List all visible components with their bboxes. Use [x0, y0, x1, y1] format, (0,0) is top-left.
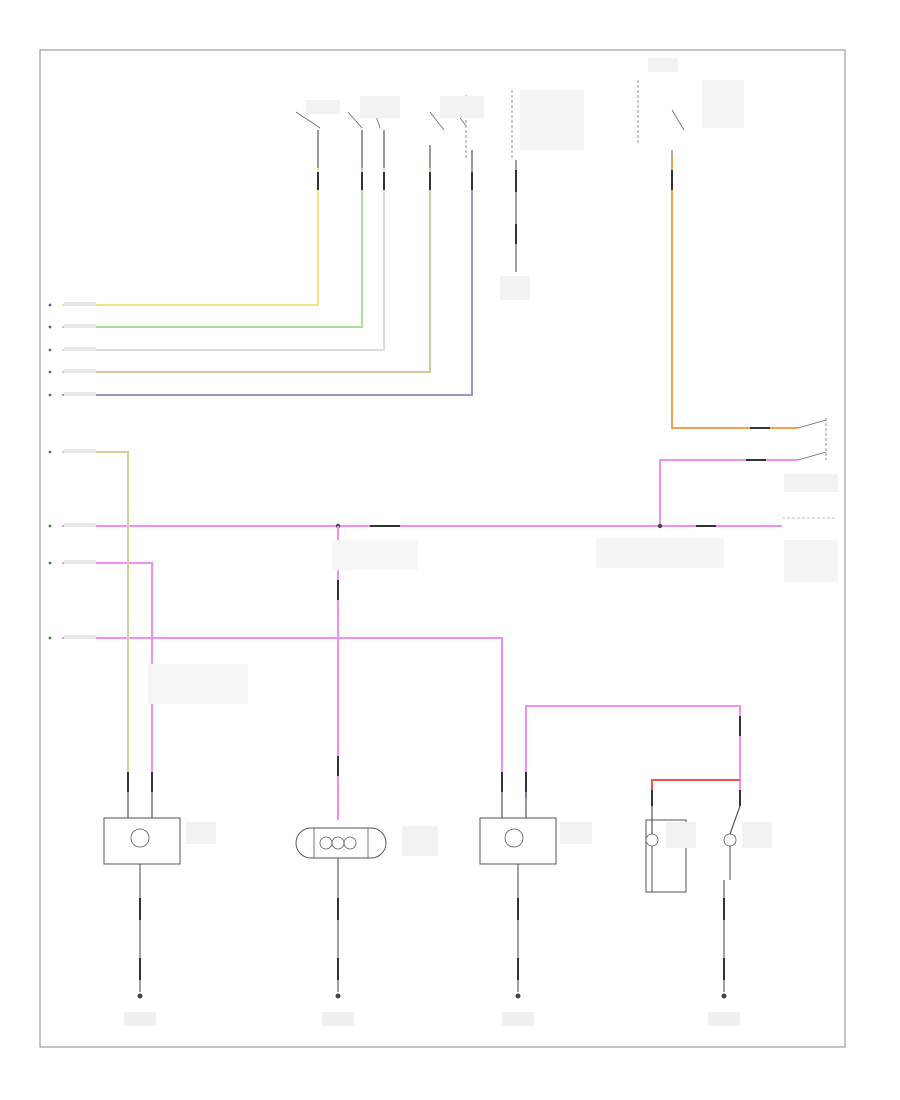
left-connector-pins: [48, 303, 52, 640]
wire-red: [651, 779, 740, 800]
connector-ticks-top: [317, 172, 473, 190]
connector-ticks-lower: [127, 580, 741, 806]
ground-ticks: [139, 898, 725, 980]
right-rear-lamp: [479, 792, 592, 865]
multifunction-switch-group: [295, 90, 584, 160]
wire-green: [62, 168, 363, 328]
wire-orange: [671, 158, 798, 429]
switch-ground: [500, 160, 530, 300]
wire-pink-upper: [659, 459, 798, 526]
wire-pink-right-lamp: [62, 637, 503, 790]
diagram-border: [39, 49, 846, 1048]
wire-white: [62, 168, 385, 351]
brake-switch-group: [637, 58, 744, 145]
wire-pink-left-lamp: [62, 562, 153, 790]
wire-blue: [62, 168, 473, 396]
wire-pink-license: [525, 705, 741, 798]
license-lamps: [645, 805, 772, 893]
wire-tan-left-lamp: [62, 451, 129, 790]
left-rear-lamp: [103, 792, 216, 865]
brake-switch-contact: [784, 418, 838, 492]
left-wire-tags: [64, 302, 96, 639]
wire-yellow: [62, 168, 319, 306]
wire-tan: [62, 168, 431, 373]
third-brake-lamp: [295, 826, 438, 859]
ground-symbols: [137, 993, 727, 999]
ground-labels: [124, 1012, 740, 1026]
ground-wires: [139, 858, 725, 992]
